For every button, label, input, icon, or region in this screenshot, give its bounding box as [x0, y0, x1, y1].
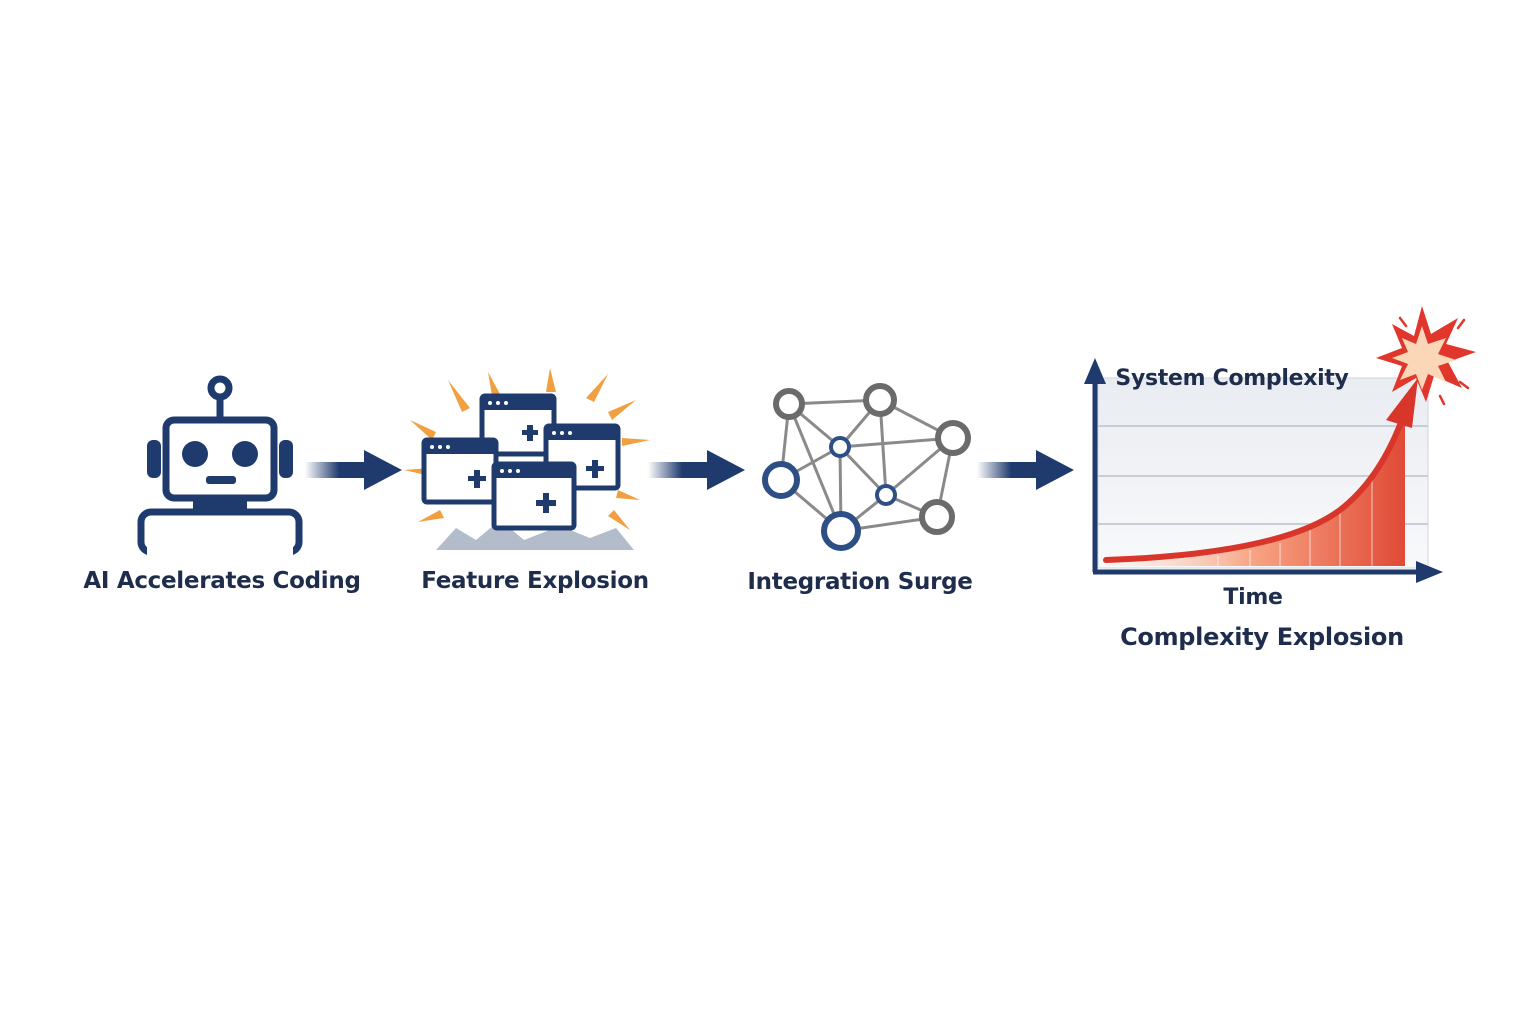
step-label-ai: AI Accelerates Coding — [83, 568, 361, 594]
chart-area — [1106, 410, 1405, 566]
growth-arrowhead — [1386, 378, 1418, 428]
step-label-features: Feature Explosion — [421, 568, 649, 594]
chart-y-axis-label: System Complexity — [1115, 366, 1349, 391]
chart-x-axis-label: Time — [1223, 585, 1283, 610]
arrow-1 — [305, 450, 402, 490]
step-label-integration: Integration Surge — [747, 569, 973, 595]
arrow-3 — [977, 450, 1074, 490]
arrow-2 — [648, 450, 745, 490]
step-label-complexity: Complexity Explosion — [1120, 623, 1404, 651]
chart-growth-curve — [1103, 422, 1403, 563]
chart-axes — [1084, 358, 1443, 583]
explosion-burst-icon — [1376, 306, 1476, 406]
